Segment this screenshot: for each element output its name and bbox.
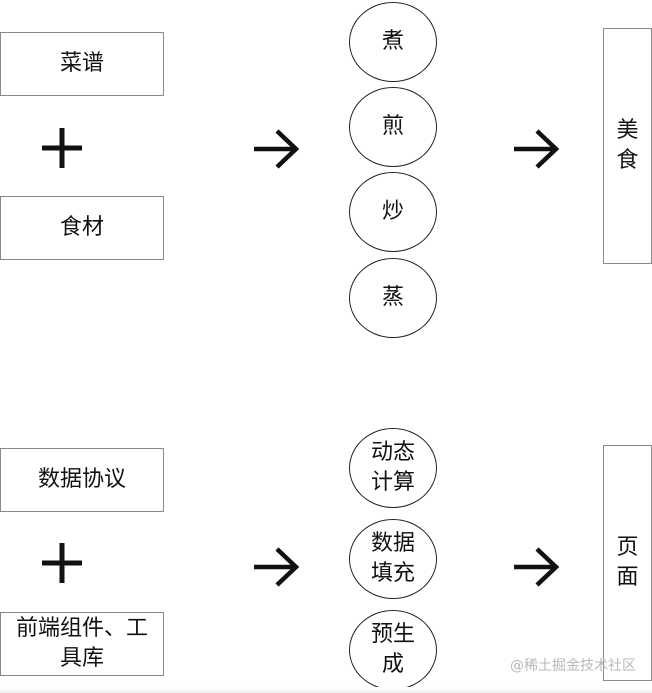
row2-process-pregenerate: 预生成 bbox=[349, 610, 437, 690]
arrow-right-icon bbox=[514, 129, 560, 169]
arrow-right-icon bbox=[514, 547, 560, 587]
row2-process-data-fill: 数据填充 bbox=[349, 519, 437, 599]
row1-process-boil: 煮 bbox=[349, 2, 437, 82]
arrow-right-icon bbox=[254, 129, 300, 169]
row2-process-data-fill-label: 数据填充 bbox=[370, 531, 415, 586]
row2-output-page: 页面 bbox=[603, 445, 652, 681]
row2-input-data-protocol: 数据协议 bbox=[0, 448, 164, 512]
row2-input-frontend-components-label: 前端组件、工具库 bbox=[15, 616, 148, 671]
row1-process-boil-label: 煮 bbox=[381, 29, 404, 54]
row1-process-pan-fry-label: 煎 bbox=[381, 114, 404, 139]
row2-process-pregenerate-label: 预生成 bbox=[370, 622, 415, 677]
bottom-strip bbox=[0, 687, 652, 693]
watermark: @稀土掘金技术社区 bbox=[510, 658, 636, 674]
row1-process-pan-fry: 煎 bbox=[349, 87, 437, 167]
row1-input-recipe-label: 菜谱 bbox=[59, 51, 104, 76]
plus-icon bbox=[42, 543, 82, 583]
plus-icon bbox=[42, 128, 82, 168]
row1-process-steam: 蒸 bbox=[349, 258, 437, 338]
row2-input-frontend-components: 前端组件、工具库 bbox=[0, 612, 164, 676]
row1-output-cuisine: 美食 bbox=[603, 28, 652, 264]
row2-output-page-label: 页面 bbox=[616, 535, 639, 590]
arrow-right-icon bbox=[254, 547, 300, 587]
row1-process-stir-fry-label: 炒 bbox=[381, 199, 404, 224]
row1-input-ingredients: 食材 bbox=[0, 196, 164, 260]
row2-process-dynamic-calc-label: 动态计算 bbox=[370, 440, 415, 495]
row2-input-data-protocol-label: 数据协议 bbox=[37, 467, 126, 492]
row1-process-stir-fry: 炒 bbox=[349, 172, 437, 252]
row1-process-steam-label: 蒸 bbox=[381, 285, 404, 310]
row1-input-recipe: 菜谱 bbox=[0, 32, 164, 96]
row2-process-dynamic-calc: 动态计算 bbox=[349, 428, 437, 508]
row1-output-cuisine-label: 美食 bbox=[616, 118, 639, 173]
row1-input-ingredients-label: 食材 bbox=[59, 215, 104, 240]
